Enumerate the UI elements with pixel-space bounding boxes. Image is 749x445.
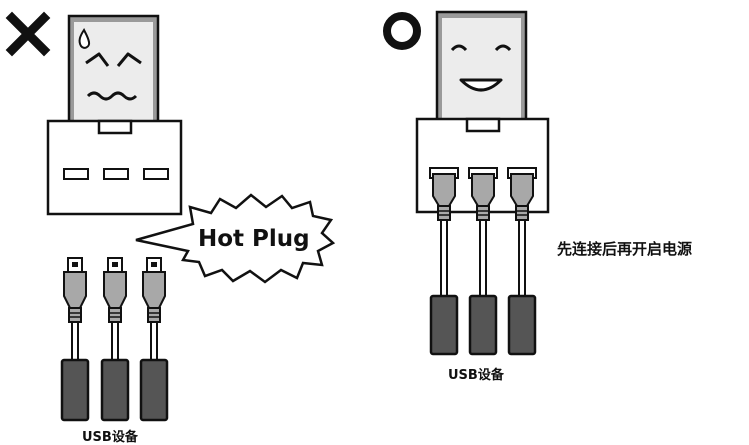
left-usb-device-label: USB设备 bbox=[82, 430, 138, 445]
usb-cable-right-2 bbox=[468, 173, 498, 356]
hot-plug-label: Hot Plug bbox=[198, 226, 310, 252]
usb-port bbox=[63, 168, 89, 180]
sweat-drop-icon bbox=[78, 28, 91, 49]
usb-port bbox=[103, 168, 129, 180]
usb-cable-right-3 bbox=[507, 173, 537, 356]
hub-body-left bbox=[46, 119, 183, 216]
instruction-text: 先连接后再开启电源 bbox=[557, 240, 693, 258]
wrong-cross-icon bbox=[5, 11, 51, 57]
usb-cable-left-1 bbox=[60, 257, 90, 422]
right-usb-device-label: USB设备 bbox=[448, 368, 504, 383]
usb-cable-left-2 bbox=[100, 257, 130, 422]
usb-cable-right-1 bbox=[429, 173, 459, 356]
hot-plug-burst bbox=[135, 193, 336, 284]
usb-cable-left-3 bbox=[139, 257, 169, 422]
usb-port bbox=[143, 168, 169, 180]
happy-stick-device bbox=[435, 10, 528, 124]
sad-stick-device bbox=[67, 14, 160, 126]
correct-circle-icon bbox=[383, 12, 421, 50]
